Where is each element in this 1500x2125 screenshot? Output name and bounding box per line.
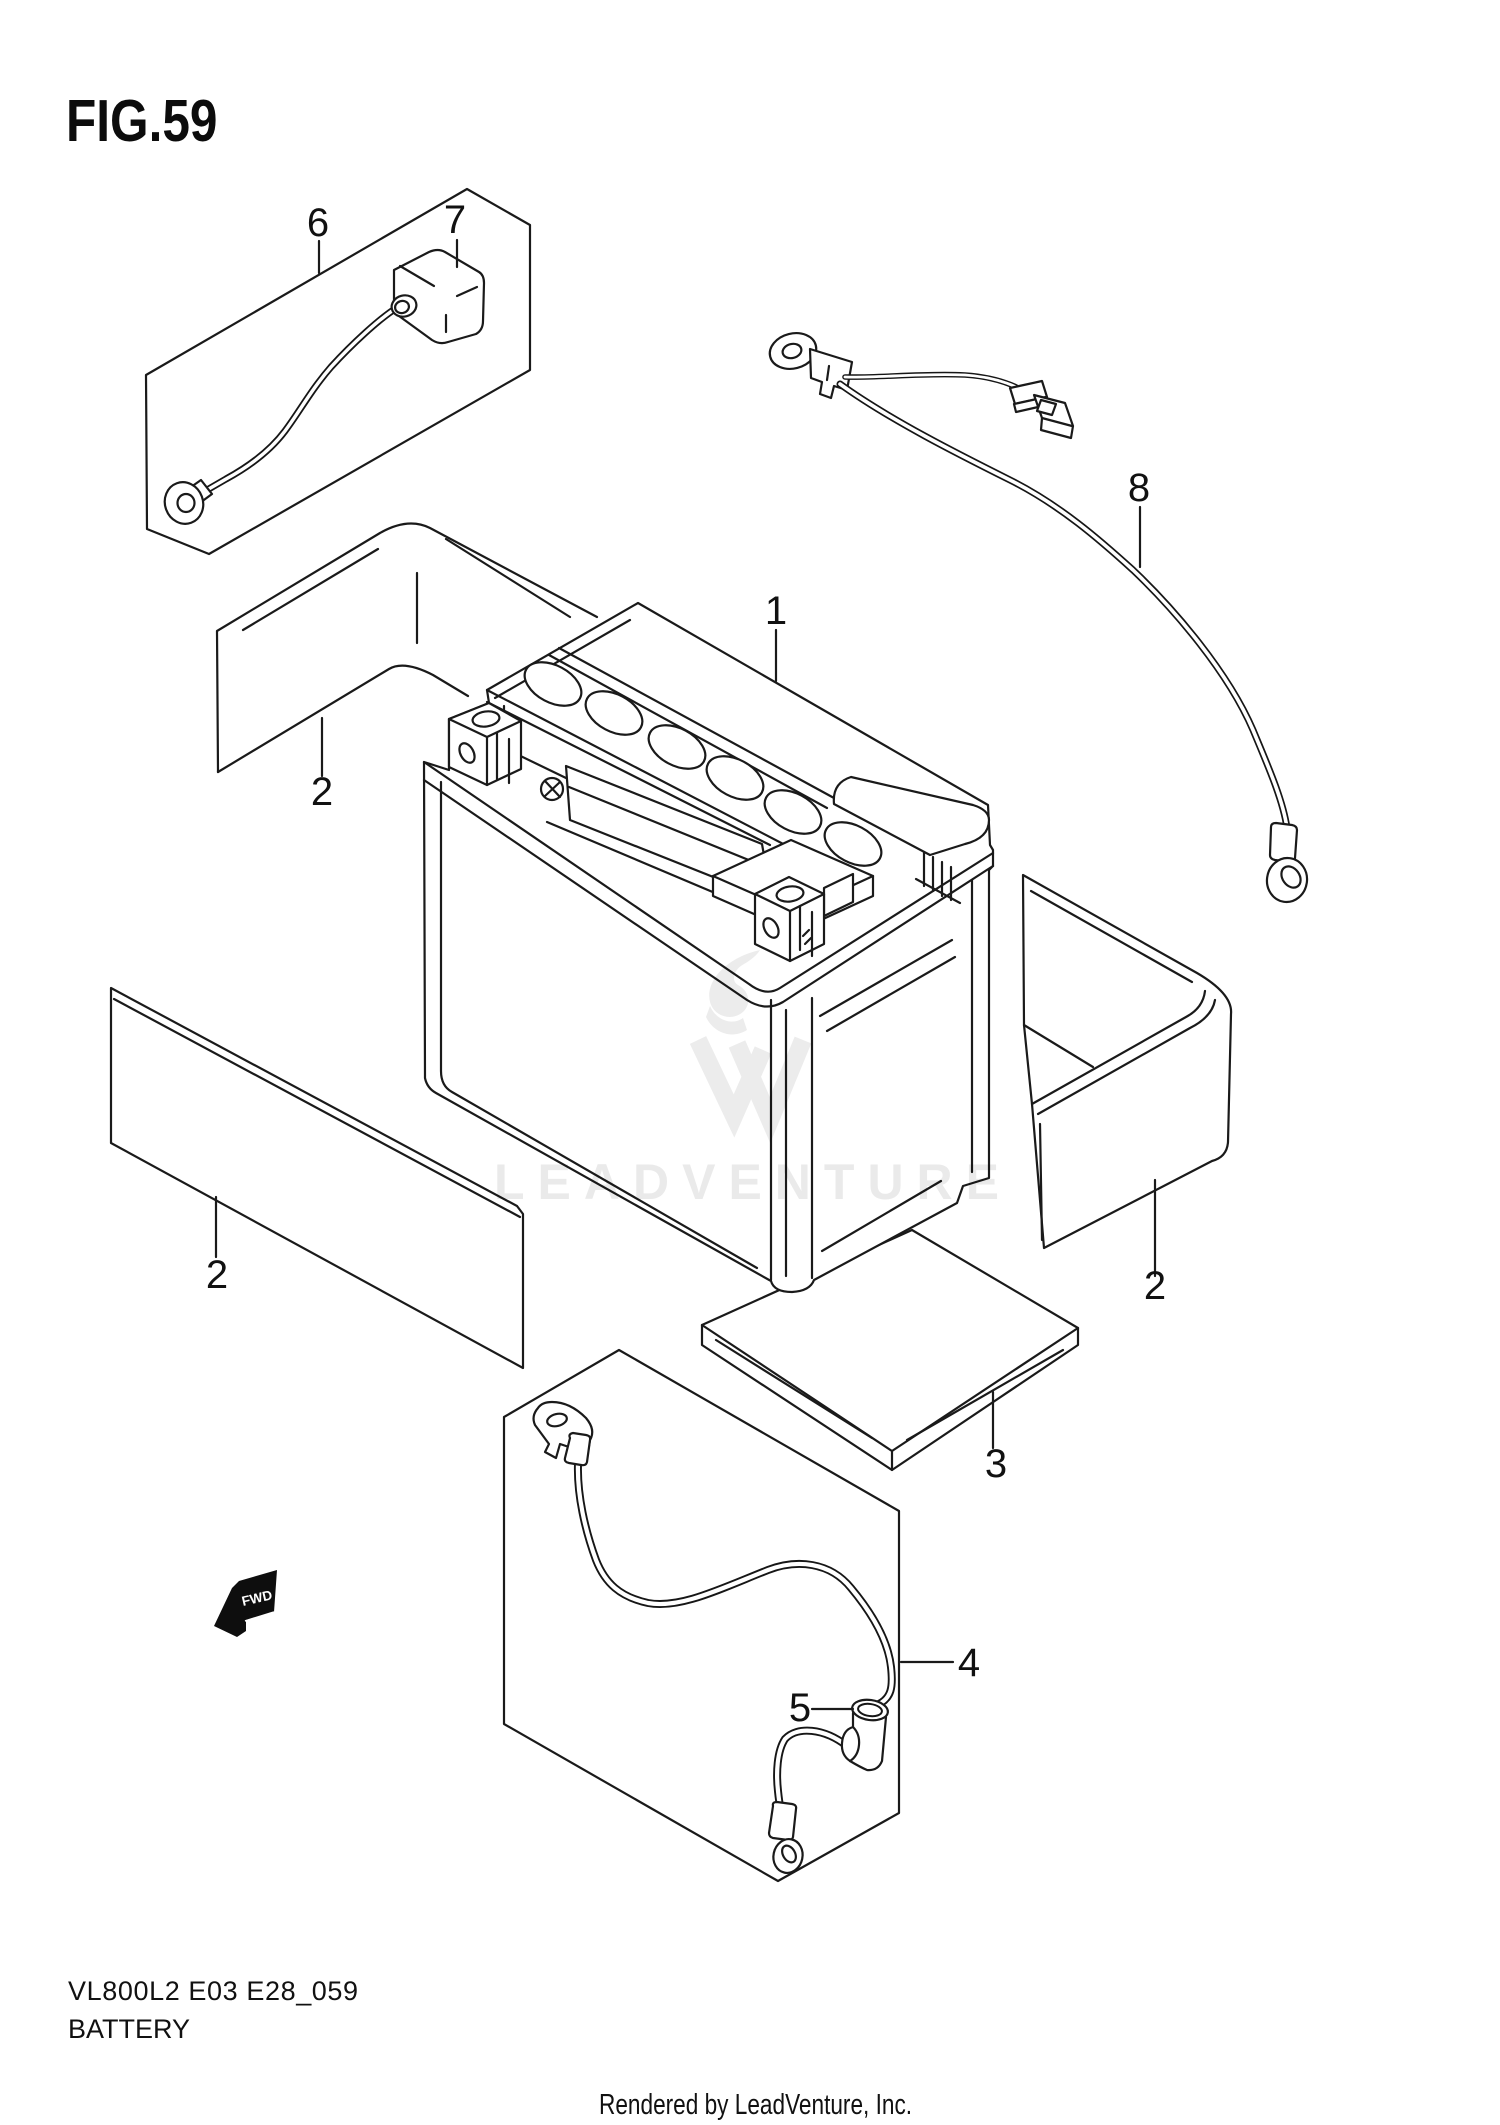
svg-text:BATTERY: BATTERY [68,2014,190,2044]
svg-text:FIG.59: FIG.59 [66,88,217,154]
svg-text:5: 5 [789,1686,811,1730]
svg-text:LEADVENTURE: LEADVENTURE [494,1154,1012,1210]
svg-text:1: 1 [765,589,787,633]
svg-text:7: 7 [444,198,466,242]
svg-text:3: 3 [985,1442,1007,1486]
svg-text:8: 8 [1128,466,1150,510]
svg-text:Rendered by LeadVenture, Inc.: Rendered by LeadVenture, Inc. [599,2087,912,2120]
svg-text:VL800L2 E03 E28_059: VL800L2 E03 E28_059 [68,1976,359,2006]
svg-text:2: 2 [311,770,333,814]
svg-text:2: 2 [1144,1264,1166,1308]
svg-text:6: 6 [307,201,329,245]
svg-text:FWD: FWD [240,1587,274,1609]
svg-text:4: 4 [958,1641,980,1685]
svg-text:2: 2 [206,1253,228,1297]
